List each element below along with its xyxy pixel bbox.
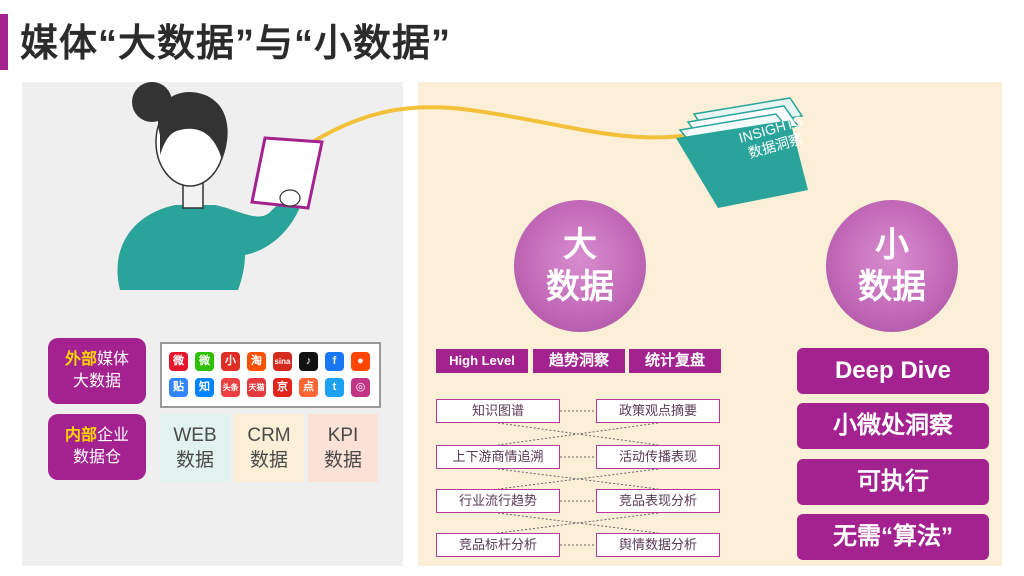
twitter-logo-icon: t [325, 378, 344, 397]
tile-label: 数据 [249, 450, 288, 471]
tablet [250, 136, 324, 210]
internal-line2: 数据仓 [72, 449, 121, 466]
big-data-line1: 大 [563, 226, 597, 264]
jd-logo-icon: 京 [273, 378, 292, 397]
zhihu-logo-icon: 知 [195, 378, 214, 397]
crm-data-tile: CRM 数据 [234, 414, 304, 482]
tieba-logo-icon: 贴 [169, 378, 188, 397]
small-data-line2: 数据 [858, 268, 926, 306]
person-hair-bun [132, 82, 172, 122]
external-media-label: 外部媒体 大数据 [48, 338, 146, 404]
connection-lines [497, 410, 659, 546]
item-knowledge-graph: 知识图谱 [436, 399, 560, 423]
illustration [117, 82, 692, 290]
item-supply-chain-trace: 上下游商情追溯 [436, 445, 560, 469]
taobao-logo-icon: 淘 [247, 352, 266, 371]
internal-highlight: 内部 [64, 427, 97, 444]
kpi-data-tile: KPI 数据 [308, 414, 378, 482]
external-highlight: 外部 [64, 351, 97, 368]
internal-warehouse-label: 内部企业 数据仓 [48, 414, 146, 480]
micro-insight-box: 小微处洞察 [797, 403, 989, 449]
tile-label: 数据 [175, 450, 214, 471]
deep-dive-box: Deep Dive [797, 348, 989, 394]
item-competitor-analysis: 竞品表现分析 [596, 489, 720, 513]
page-title: 媒体“大数据”与“小数据” [20, 23, 452, 65]
connector-line [298, 105, 692, 152]
big-data-line2: 数据 [546, 268, 614, 306]
weibo-logo-icon: 微 [169, 352, 188, 371]
tmall-logo-icon: 天猫 [247, 378, 266, 397]
big-data-circle: 大 数据 [514, 200, 646, 332]
wechat-logo-icon: 微 [195, 352, 214, 371]
pill-trend-insight: 趋势洞察 [533, 349, 625, 373]
internal-rest: 企业 [97, 427, 130, 444]
small-red-logo-icon: 小 [221, 352, 240, 371]
web-data-tile: WEB 数据 [160, 414, 230, 482]
small-data-circle: 小 数据 [826, 200, 958, 332]
person-hand [279, 189, 301, 207]
tile-label: KPI [327, 425, 359, 446]
item-campaign-performance: 活动传播表现 [596, 445, 720, 469]
external-rest: 媒体 [97, 351, 130, 368]
tile-label: WEB [173, 425, 217, 446]
facebook-logo-icon: f [325, 352, 344, 371]
reddit-logo-icon: ● [351, 352, 370, 371]
tile-label: 数据 [323, 450, 362, 471]
tiktok-logo-icon: ♪ [299, 352, 318, 371]
dianping-logo-icon: 点 [299, 378, 318, 397]
external-line2: 大数据 [72, 373, 121, 390]
pill-stat-review: 统计复盘 [629, 349, 721, 373]
tile-label: CRM [247, 425, 291, 446]
small-data-line1: 小 [875, 226, 909, 264]
item-industry-trend: 行业流行趋势 [436, 489, 560, 513]
sina-logo-icon: sina [273, 352, 292, 371]
person-hair [158, 91, 228, 160]
person-body [117, 192, 303, 290]
instagram-logo-icon: ◎ [351, 378, 370, 397]
title-accent-bar [0, 14, 8, 70]
item-sentiment-analysis: 舆情数据分析 [596, 533, 720, 557]
insights-folder-icon [676, 97, 808, 208]
actionable-box: 可执行 [797, 459, 989, 505]
no-algorithm-box: 无需“算法” [797, 514, 989, 560]
item-policy-summary: 政策观点摘要 [596, 399, 720, 423]
item-benchmark-analysis: 竞品标杆分析 [436, 533, 560, 557]
pill-high-level: High Level [436, 349, 528, 373]
toutiao-logo-icon: 头条 [221, 378, 240, 397]
